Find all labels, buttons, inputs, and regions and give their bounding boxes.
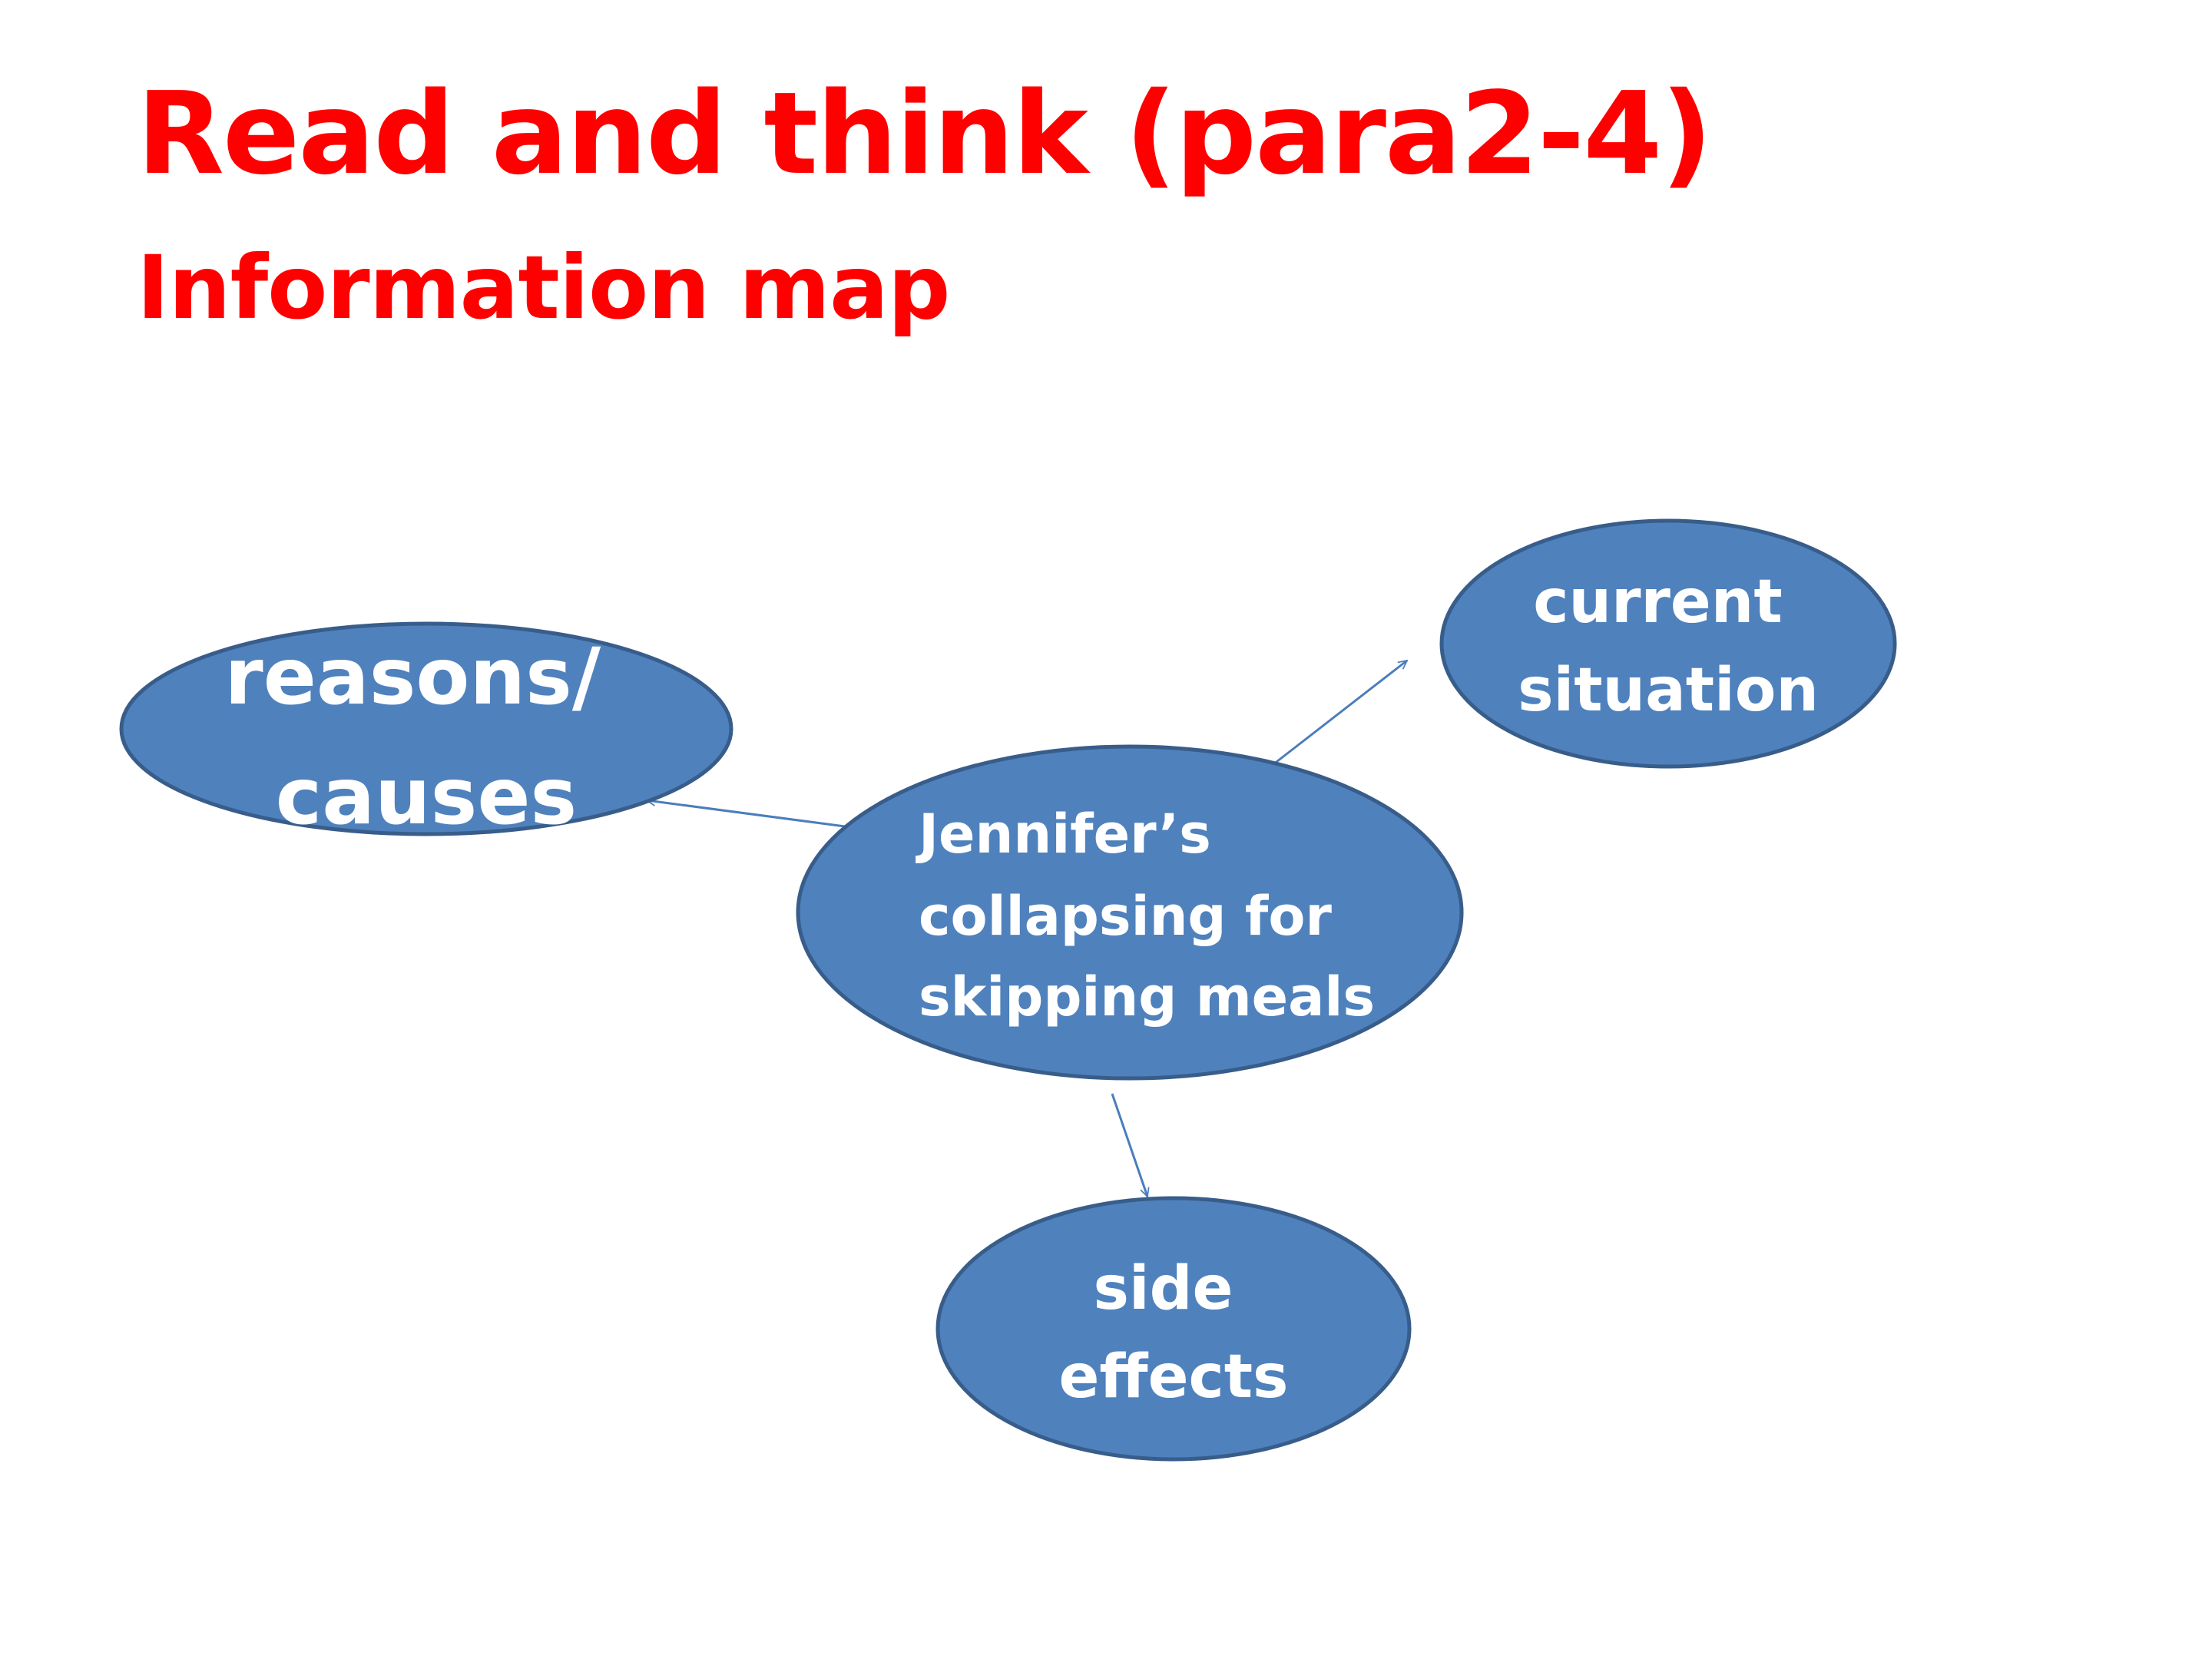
slide-subtitle: Information map bbox=[137, 237, 950, 339]
node-side-line-1: side bbox=[1093, 1254, 1233, 1323]
node-reasons-line-2: causes bbox=[276, 751, 578, 843]
node-reasons-shape bbox=[119, 621, 733, 836]
node-center-line-3: skipping meals bbox=[919, 965, 1375, 1028]
node-current-situation: current situation bbox=[1439, 518, 1897, 769]
arrow-to-side-effects bbox=[1111, 1093, 1147, 1197]
arrow-to-reasons bbox=[647, 800, 846, 828]
node-center-label: Jennifer’s collapsing for skipping meals bbox=[916, 803, 1375, 1028]
connectors bbox=[647, 661, 1407, 1197]
arrow-to-current-situation bbox=[1273, 661, 1407, 766]
node-center-shape bbox=[796, 744, 1464, 1081]
node-center: Jennifer’s collapsing for skipping meals bbox=[796, 744, 1464, 1081]
node-reasons-causes: reasons/ causes bbox=[119, 621, 733, 843]
node-center-line-1: Jennifer’s bbox=[916, 803, 1211, 866]
node-current-line-1: current bbox=[1533, 568, 1782, 637]
node-reasons-label: reasons/ causes bbox=[224, 631, 628, 843]
node-current-shape bbox=[1439, 518, 1897, 769]
node-center-line-2: collapsing for bbox=[919, 885, 1332, 948]
node-side-shape bbox=[935, 1196, 1412, 1462]
node-side-label: side effects bbox=[1059, 1254, 1289, 1412]
node-current-label: current situation bbox=[1518, 568, 1819, 725]
slide-title: Read and think (para2-4) bbox=[137, 68, 1713, 200]
node-current-line-2: situation bbox=[1518, 656, 1819, 725]
node-side-line-2: effects bbox=[1059, 1343, 1289, 1412]
node-reasons-line-1: reasons/ bbox=[224, 631, 601, 723]
node-side-effects: side effects bbox=[935, 1196, 1412, 1462]
